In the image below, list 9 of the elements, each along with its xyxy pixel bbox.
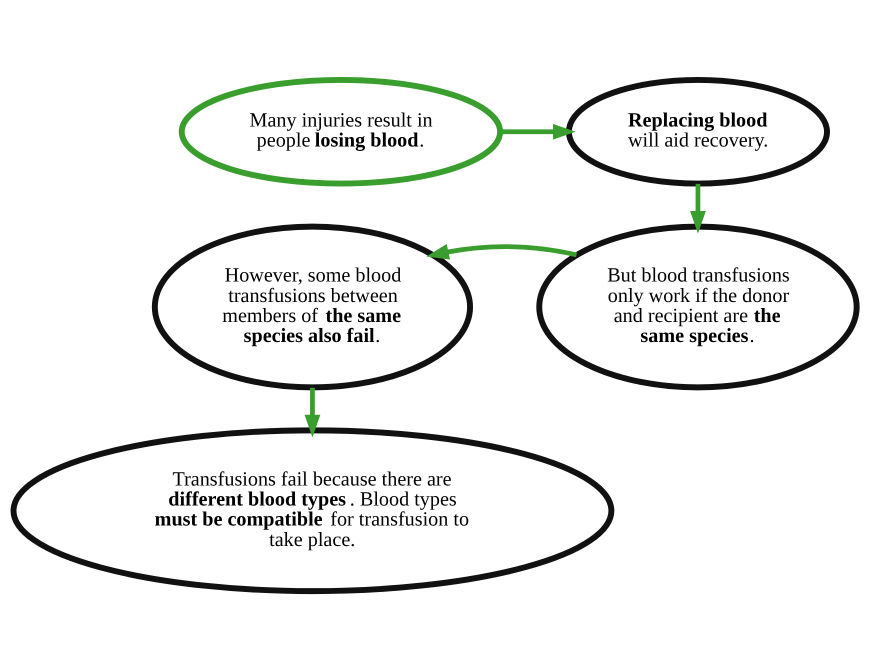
node-ellipse: Replacing blood will aid recovery. bbox=[566, 76, 830, 186]
arrow bbox=[426, 244, 577, 260]
node-ellipse: But blood transfusions only work if the donor and recipient are the same species. bbox=[536, 223, 860, 390]
arrow bbox=[500, 123, 576, 140]
arrow bbox=[304, 387, 320, 437]
node-ellipse: Many injuries result in people losing blood. bbox=[178, 76, 504, 186]
node-ellipse: Transfusions fail because there are different blood types. Blood types must be compatible for transfusion to take place. bbox=[10, 426, 614, 594]
arrow bbox=[690, 183, 706, 234]
node-ellipse: However, some blood transfusions between members of the same species also fail. bbox=[152, 223, 474, 390]
